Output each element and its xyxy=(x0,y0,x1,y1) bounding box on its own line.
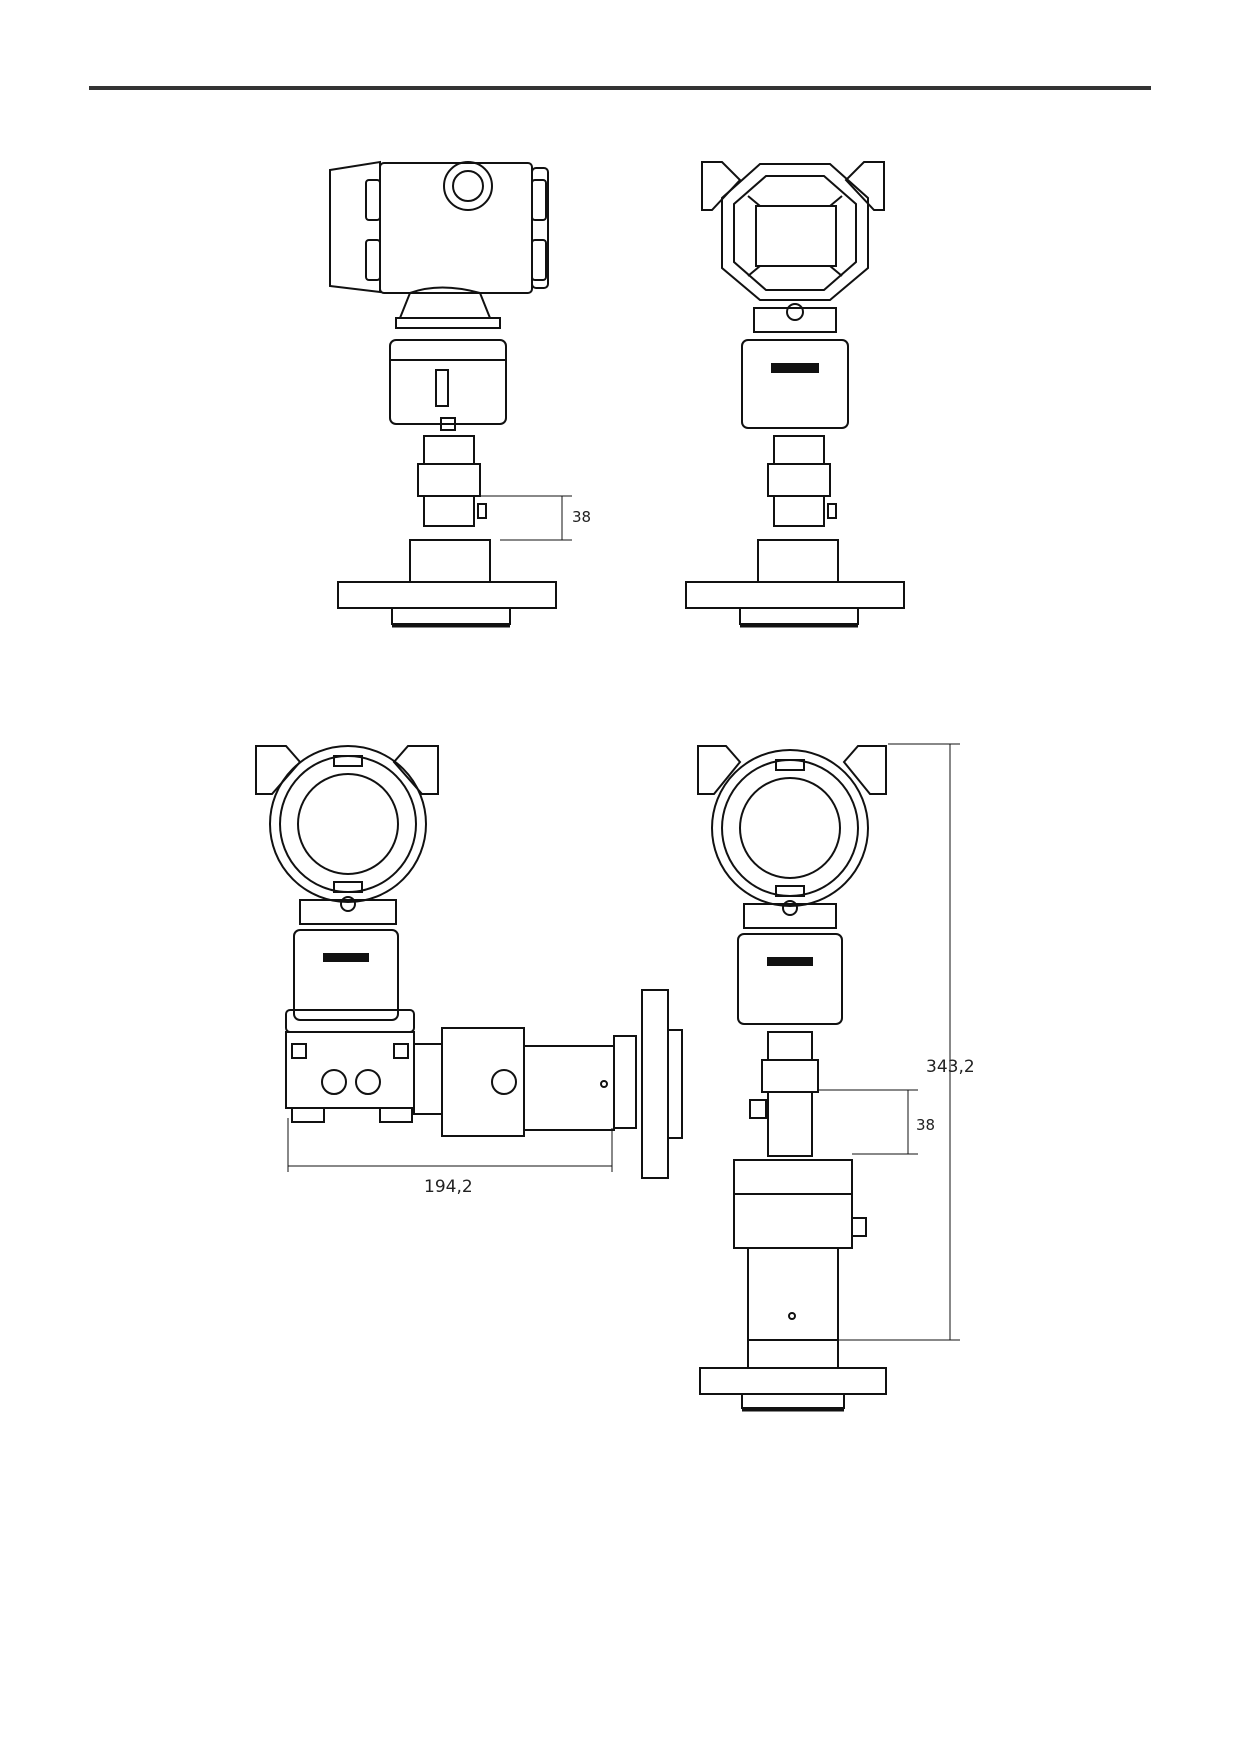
side-view-top-left xyxy=(329,160,572,628)
horizontal-view-bottom-left xyxy=(255,745,683,1179)
extended-front-view-bottom-right xyxy=(697,743,960,1412)
dim-194-2: 194,2 xyxy=(424,1177,473,1197)
header-rule xyxy=(89,86,1151,90)
front-view-top-right xyxy=(685,161,905,628)
dim-38-top-left: 38 xyxy=(572,508,591,526)
dim-38-bottom-right: 38 xyxy=(916,1116,935,1134)
dim-343-2: 343,2 xyxy=(926,1057,975,1077)
